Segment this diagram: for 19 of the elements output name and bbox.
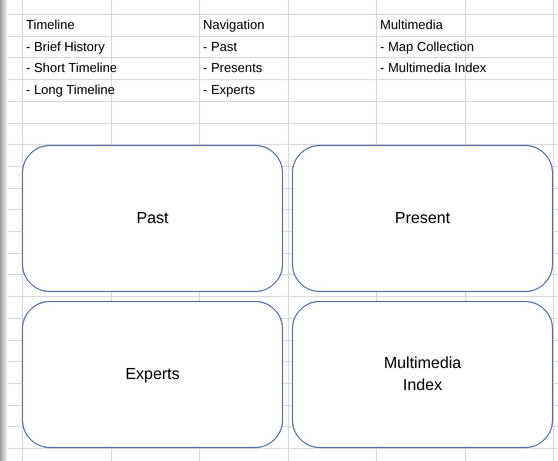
cell-text: - Experts [203, 81, 256, 99]
cell-text: - Short Timeline [26, 59, 118, 77]
cell-text: - Presents [203, 59, 262, 77]
cell-text: - Past [203, 38, 237, 56]
box-label: Multimedia Index [382, 354, 462, 396]
cell-text: Timeline [26, 16, 75, 34]
cell-text: - Map Collection [380, 38, 474, 56]
cell-text: Multimedia [380, 16, 443, 34]
rounded-box [292, 301, 553, 448]
cell-text: - Long Timeline [26, 81, 115, 99]
rounded-box [22, 301, 283, 448]
cell-text: - Brief History [26, 38, 105, 56]
rounded-box [292, 145, 553, 292]
box-label: Experts [125, 364, 180, 384]
cell-text: - Multimedia Index [380, 59, 486, 77]
box-label: Present [394, 208, 450, 228]
box-label: Past [136, 208, 168, 228]
rounded-box [22, 145, 283, 292]
cell-text: Navigation [203, 16, 264, 34]
